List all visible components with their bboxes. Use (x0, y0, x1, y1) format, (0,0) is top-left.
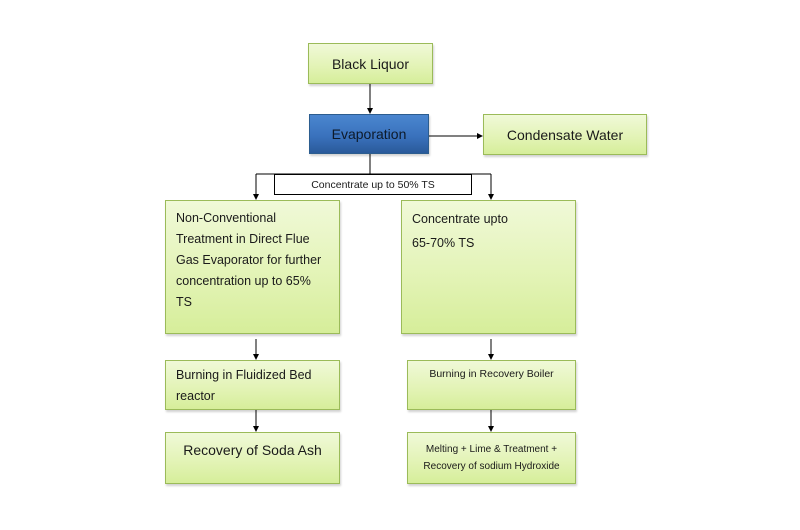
node-label: Evaporation (331, 126, 407, 142)
node-recovery-soda-ash: Recovery of Soda Ash (165, 432, 340, 484)
edge-label-text: Concentrate up to 50% TS (311, 178, 435, 191)
node-condensate-water: Condensate Water (483, 114, 647, 155)
edge-label-concentrate-50: Concentrate up to 50% TS (274, 174, 472, 195)
node-label: Burning in Recovery Boiler (429, 368, 554, 380)
node-burning-fluidized-bed: Burning in Fluidized Bed reactor (165, 360, 340, 410)
node-burning-recovery-boiler: Burning in Recovery Boiler (407, 360, 576, 410)
node-evaporation: Evaporation (309, 114, 429, 154)
node-black-liquor: Black Liquor (308, 43, 433, 84)
node-label: Condensate Water (506, 126, 624, 143)
node-label: Black Liquor (331, 55, 410, 72)
node-label: Burning in Fluidized Bed reactor (176, 368, 312, 403)
node-label: Concentrate upto 65-70% TS (412, 212, 508, 250)
node-label: Melting + Lime & Treatment + Recovery of… (423, 444, 560, 472)
node-label: Non-Conventional Treatment in Direct Flu… (176, 211, 322, 309)
node-concentrate-65-70: Concentrate upto 65-70% TS (401, 200, 576, 334)
node-non-conventional-treatment: Non-Conventional Treatment in Direct Flu… (165, 200, 340, 334)
node-label: Recovery of Soda Ash (183, 442, 322, 458)
node-melting-lime-treatment: Melting + Lime & Treatment + Recovery of… (407, 432, 576, 484)
